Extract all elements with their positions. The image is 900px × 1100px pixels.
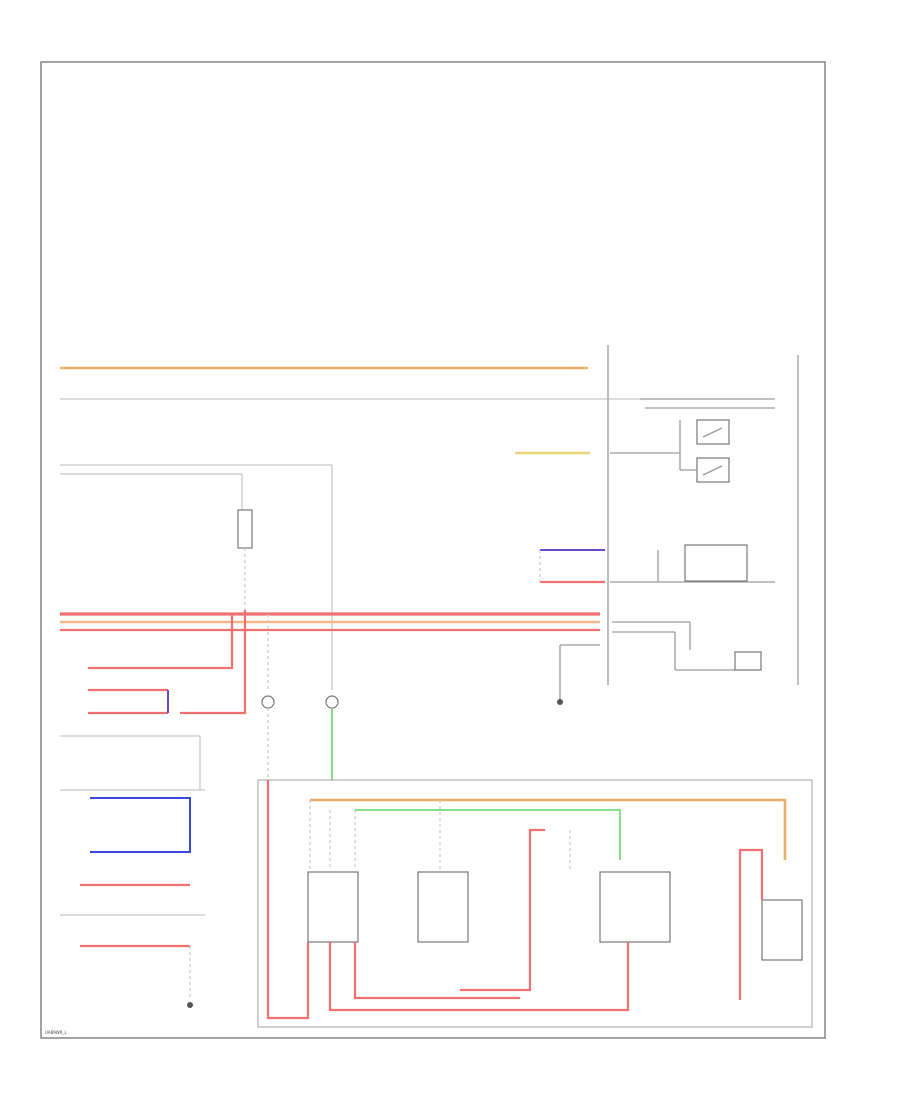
lower-comp-1 (307, 871, 359, 943)
wire-red-loop-2 (180, 610, 247, 715)
switch-box-upper (696, 419, 730, 445)
wire-red-loop-1 (88, 614, 234, 670)
lower-comp-3 (599, 871, 671, 943)
switch-contact-lower (702, 465, 723, 476)
lamp-1 (261, 695, 275, 709)
wire-blue-loop (90, 797, 191, 853)
lower-comp-4 (761, 899, 803, 961)
fuse-component (237, 509, 253, 549)
wire-green-lower (355, 809, 621, 860)
page-reference: UA89WR_L (45, 1030, 67, 1035)
wire-orange-lower (310, 798, 787, 860)
ground-point-left (187, 1002, 193, 1008)
wire-red-lower-loop (460, 828, 545, 992)
lamp-box-right (734, 651, 762, 671)
diagram-frame (40, 61, 826, 1039)
interior-block (257, 779, 813, 1028)
relay-box (684, 544, 748, 582)
ground-point-module (557, 699, 563, 705)
wire-red-lower-bottom (328, 942, 630, 1012)
lower-comp-2 (417, 871, 469, 943)
wire-red-lower-bottom-2 (353, 942, 520, 1000)
wire-red-left-loop (266, 780, 310, 1020)
switch-contact-upper (702, 427, 723, 438)
lamp-2 (325, 695, 339, 709)
wire-red-right-loop (738, 848, 764, 1000)
